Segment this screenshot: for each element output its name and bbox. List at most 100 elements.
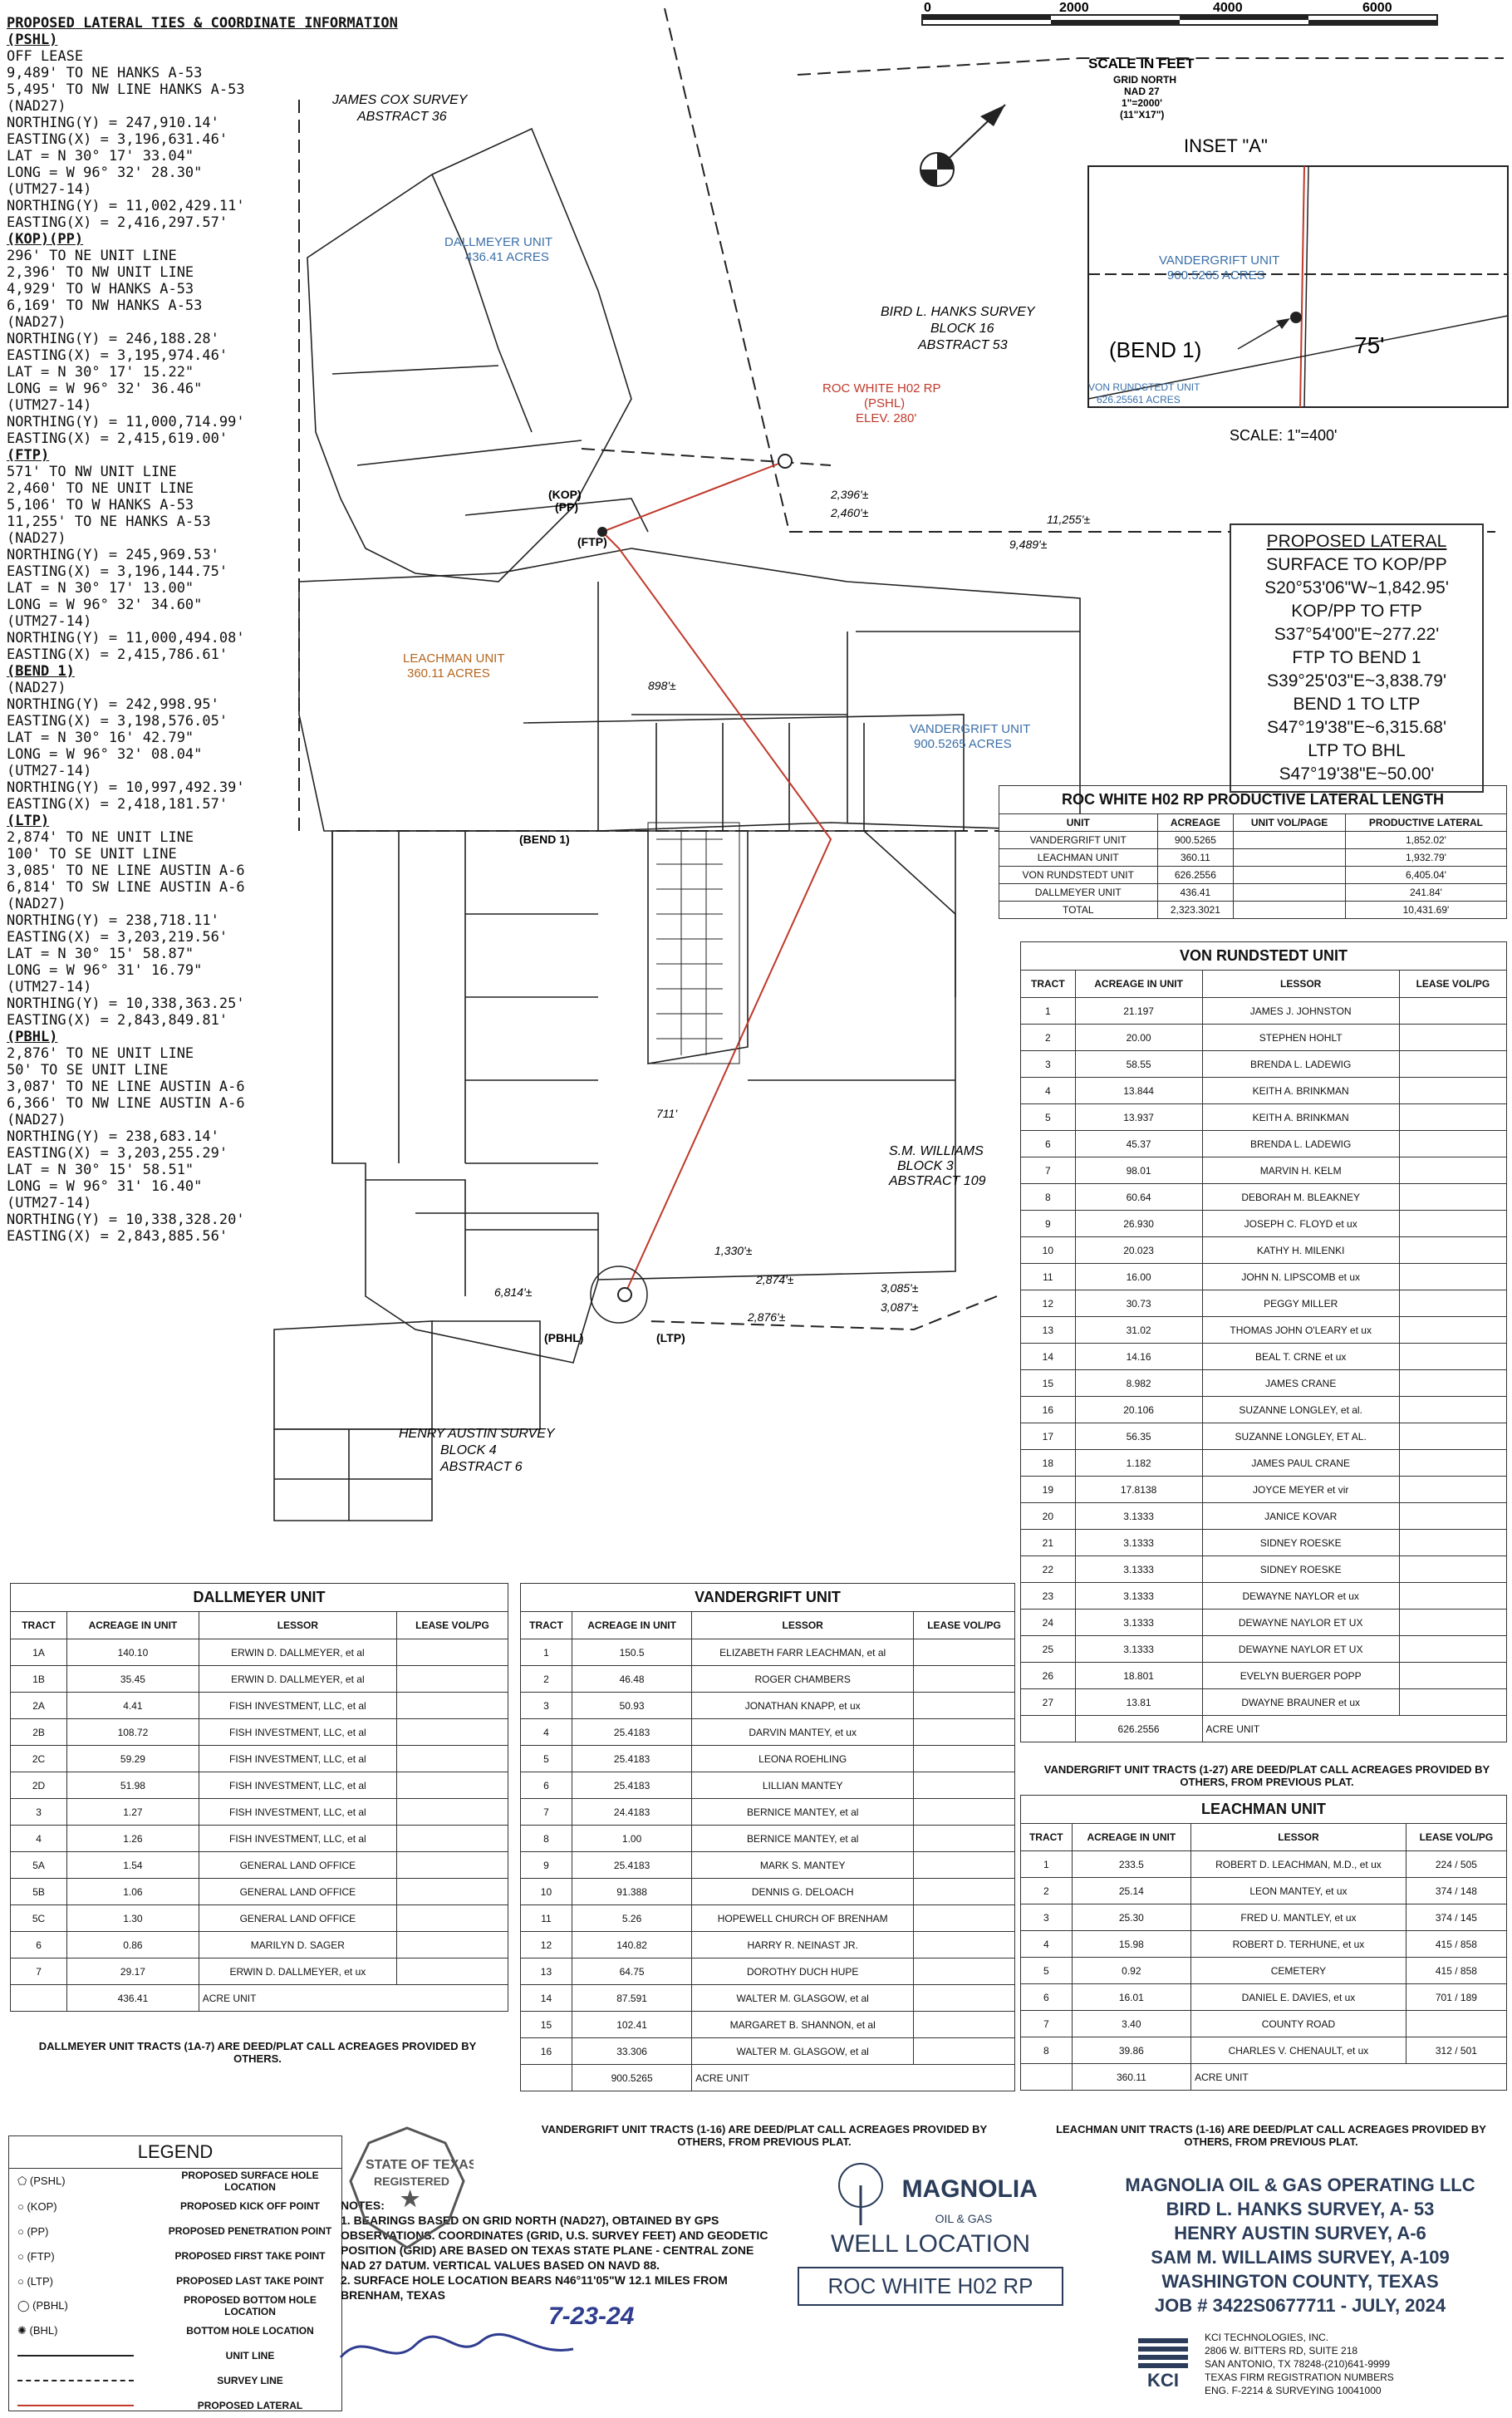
table-cell: EVELYN BUERGER POPP	[1201, 1662, 1400, 1689]
svg-text:BLOCK 3: BLOCK 3	[897, 1159, 954, 1173]
table-cell: 436.41	[1156, 883, 1235, 902]
table-cell: 8	[1020, 1183, 1076, 1211]
tie-ftp-line: 11,255' TO NE HANKS A-53	[7, 514, 211, 530]
table-cell: 1.54	[66, 1851, 199, 1879]
table-cell: VANDERGRIFT UNIT	[999, 831, 1158, 849]
tie-kop-line: 6,169' TO NW HANKS A-53	[7, 297, 203, 314]
table-cell: 15	[1020, 1369, 1076, 1397]
table-cell: 13	[520, 1958, 572, 1985]
legend-symbol: ○ (KOP)	[17, 2199, 57, 2213]
table-cell: 8	[1020, 2037, 1073, 2064]
table-cell: 12	[520, 1931, 572, 1958]
table-cell: 25.4183	[571, 1851, 693, 1879]
table-cell: 35.45	[66, 1665, 199, 1693]
table-cell: 15	[520, 2011, 572, 2038]
table-cell	[1398, 1263, 1508, 1290]
table-cell: 13.844	[1074, 1077, 1203, 1104]
proposed-lateral-title: PROPOSED LATERAL	[1266, 532, 1447, 551]
tie-pshl-line: (NAD27)	[7, 98, 66, 115]
table-cell: 56.35	[1074, 1423, 1203, 1450]
table-cell: FISH INVESTMENT, LLC, et al	[198, 1692, 398, 1719]
table-cell: BRENDA L. LADEWIG	[1201, 1050, 1400, 1078]
tie-ltp-line: 2,874' TO NE UNIT LINE	[7, 829, 194, 846]
table-cell	[913, 1878, 1015, 1905]
table-cell	[396, 1665, 508, 1693]
table-cell	[913, 1851, 1015, 1879]
kci-line: 2806 W. BITTERS RD, SUITE 218	[1205, 2345, 1358, 2357]
table-cell: HARRY R. NEINAST JR.	[691, 1931, 915, 1958]
table-cell: 415 / 858	[1405, 1957, 1508, 1984]
table-cell: 8.982	[1074, 1369, 1203, 1397]
tie-kop-line: 296' TO NE UNIT LINE	[7, 248, 177, 264]
table-cell: 10,431.69'	[1344, 901, 1508, 919]
table-header-cell: TRACT	[1020, 1823, 1073, 1851]
svg-text:STATE OF TEXAS: STATE OF TEXAS	[366, 2158, 474, 2172]
table-cell: SUZANNE LONGLEY, et al.	[1201, 1396, 1400, 1423]
tie-ltp-line: LONG = W 96° 31' 16.79"	[7, 962, 203, 979]
table-cell: BRENDA L. LADEWIG	[1201, 1130, 1400, 1157]
table-header-cell: TRACT	[9, 1611, 68, 1639]
table-total-label: ACRE UNIT	[198, 1984, 509, 2012]
inset-bend: (BEND 1)	[1109, 337, 1201, 362]
table-cell: 20.023	[1074, 1236, 1203, 1264]
table-cell	[1398, 1555, 1508, 1583]
table-cell	[913, 2011, 1015, 2038]
lateral-segment: S39°25'03"E~3,838.79'	[1267, 671, 1446, 691]
table-header-cell: LESSOR	[1201, 970, 1400, 998]
tie-bend1-line: NORTHING(Y) = 10,997,492.39'	[7, 779, 245, 796]
tie-pshl-line: NORTHING(Y) = 247,910.14'	[7, 115, 219, 131]
table-cell: 701 / 189	[1405, 1983, 1508, 2011]
tie-kop-line: LAT = N 30° 17' 15.22"	[7, 364, 194, 381]
table-cell: 7	[520, 1798, 572, 1826]
tie-kop-line: (KOP)(PP)	[7, 231, 84, 248]
table-cell	[913, 1692, 1015, 1719]
legend-title: LEGEND	[9, 2136, 341, 2169]
legend-row: SURVEY LINE	[9, 2368, 341, 2393]
table-cell: 14	[1020, 1343, 1076, 1370]
dim-2396: 2,396'±	[830, 488, 869, 501]
table-cell: PEGGY MILLER	[1201, 1290, 1400, 1317]
svg-text:ABSTRACT 109: ABSTRACT 109	[888, 1174, 986, 1188]
table-cell: 150.5	[571, 1639, 693, 1666]
tie-coordinates: PROPOSED LATERAL TIES & COORDINATE INFOR…	[7, 15, 398, 1245]
table-cell	[396, 1772, 508, 1799]
legend-text: UNIT LINE	[225, 2350, 275, 2361]
table-cell: MARILYN D. SAGER	[198, 1931, 398, 1958]
table-cell: HOPEWELL CHURCH OF BRENHAM	[691, 1904, 915, 1932]
table-cell	[1398, 1290, 1508, 1317]
table-cell: 3	[520, 1692, 572, 1719]
tie-ltp-line: (LTP)	[7, 813, 50, 829]
tie-pbhl-line: (UTM27-14)	[7, 1195, 92, 1211]
table-cell: 1.30	[66, 1904, 199, 1932]
table-cell: 3	[9, 1798, 68, 1826]
tie-bend1-line: (UTM27-14)	[7, 763, 92, 779]
table-cell	[1398, 1609, 1508, 1636]
table-total-value: 436.41	[66, 1984, 199, 2012]
table-cell: JAMES CRANE	[1201, 1369, 1400, 1397]
subdivision-block	[647, 822, 740, 1064]
table-cell	[396, 1692, 508, 1719]
table-title: DALLMEYER UNIT	[10, 1583, 508, 1611]
tie-ltp-line: EASTING(X) = 3,203,219.56'	[7, 929, 228, 946]
tie-pshl-line: 9,489' TO NE HANKS A-53	[7, 65, 203, 81]
kci-logo-icon: KCI	[1130, 2327, 1196, 2401]
logo-name: MAGNOLIA	[901, 2175, 1038, 2204]
